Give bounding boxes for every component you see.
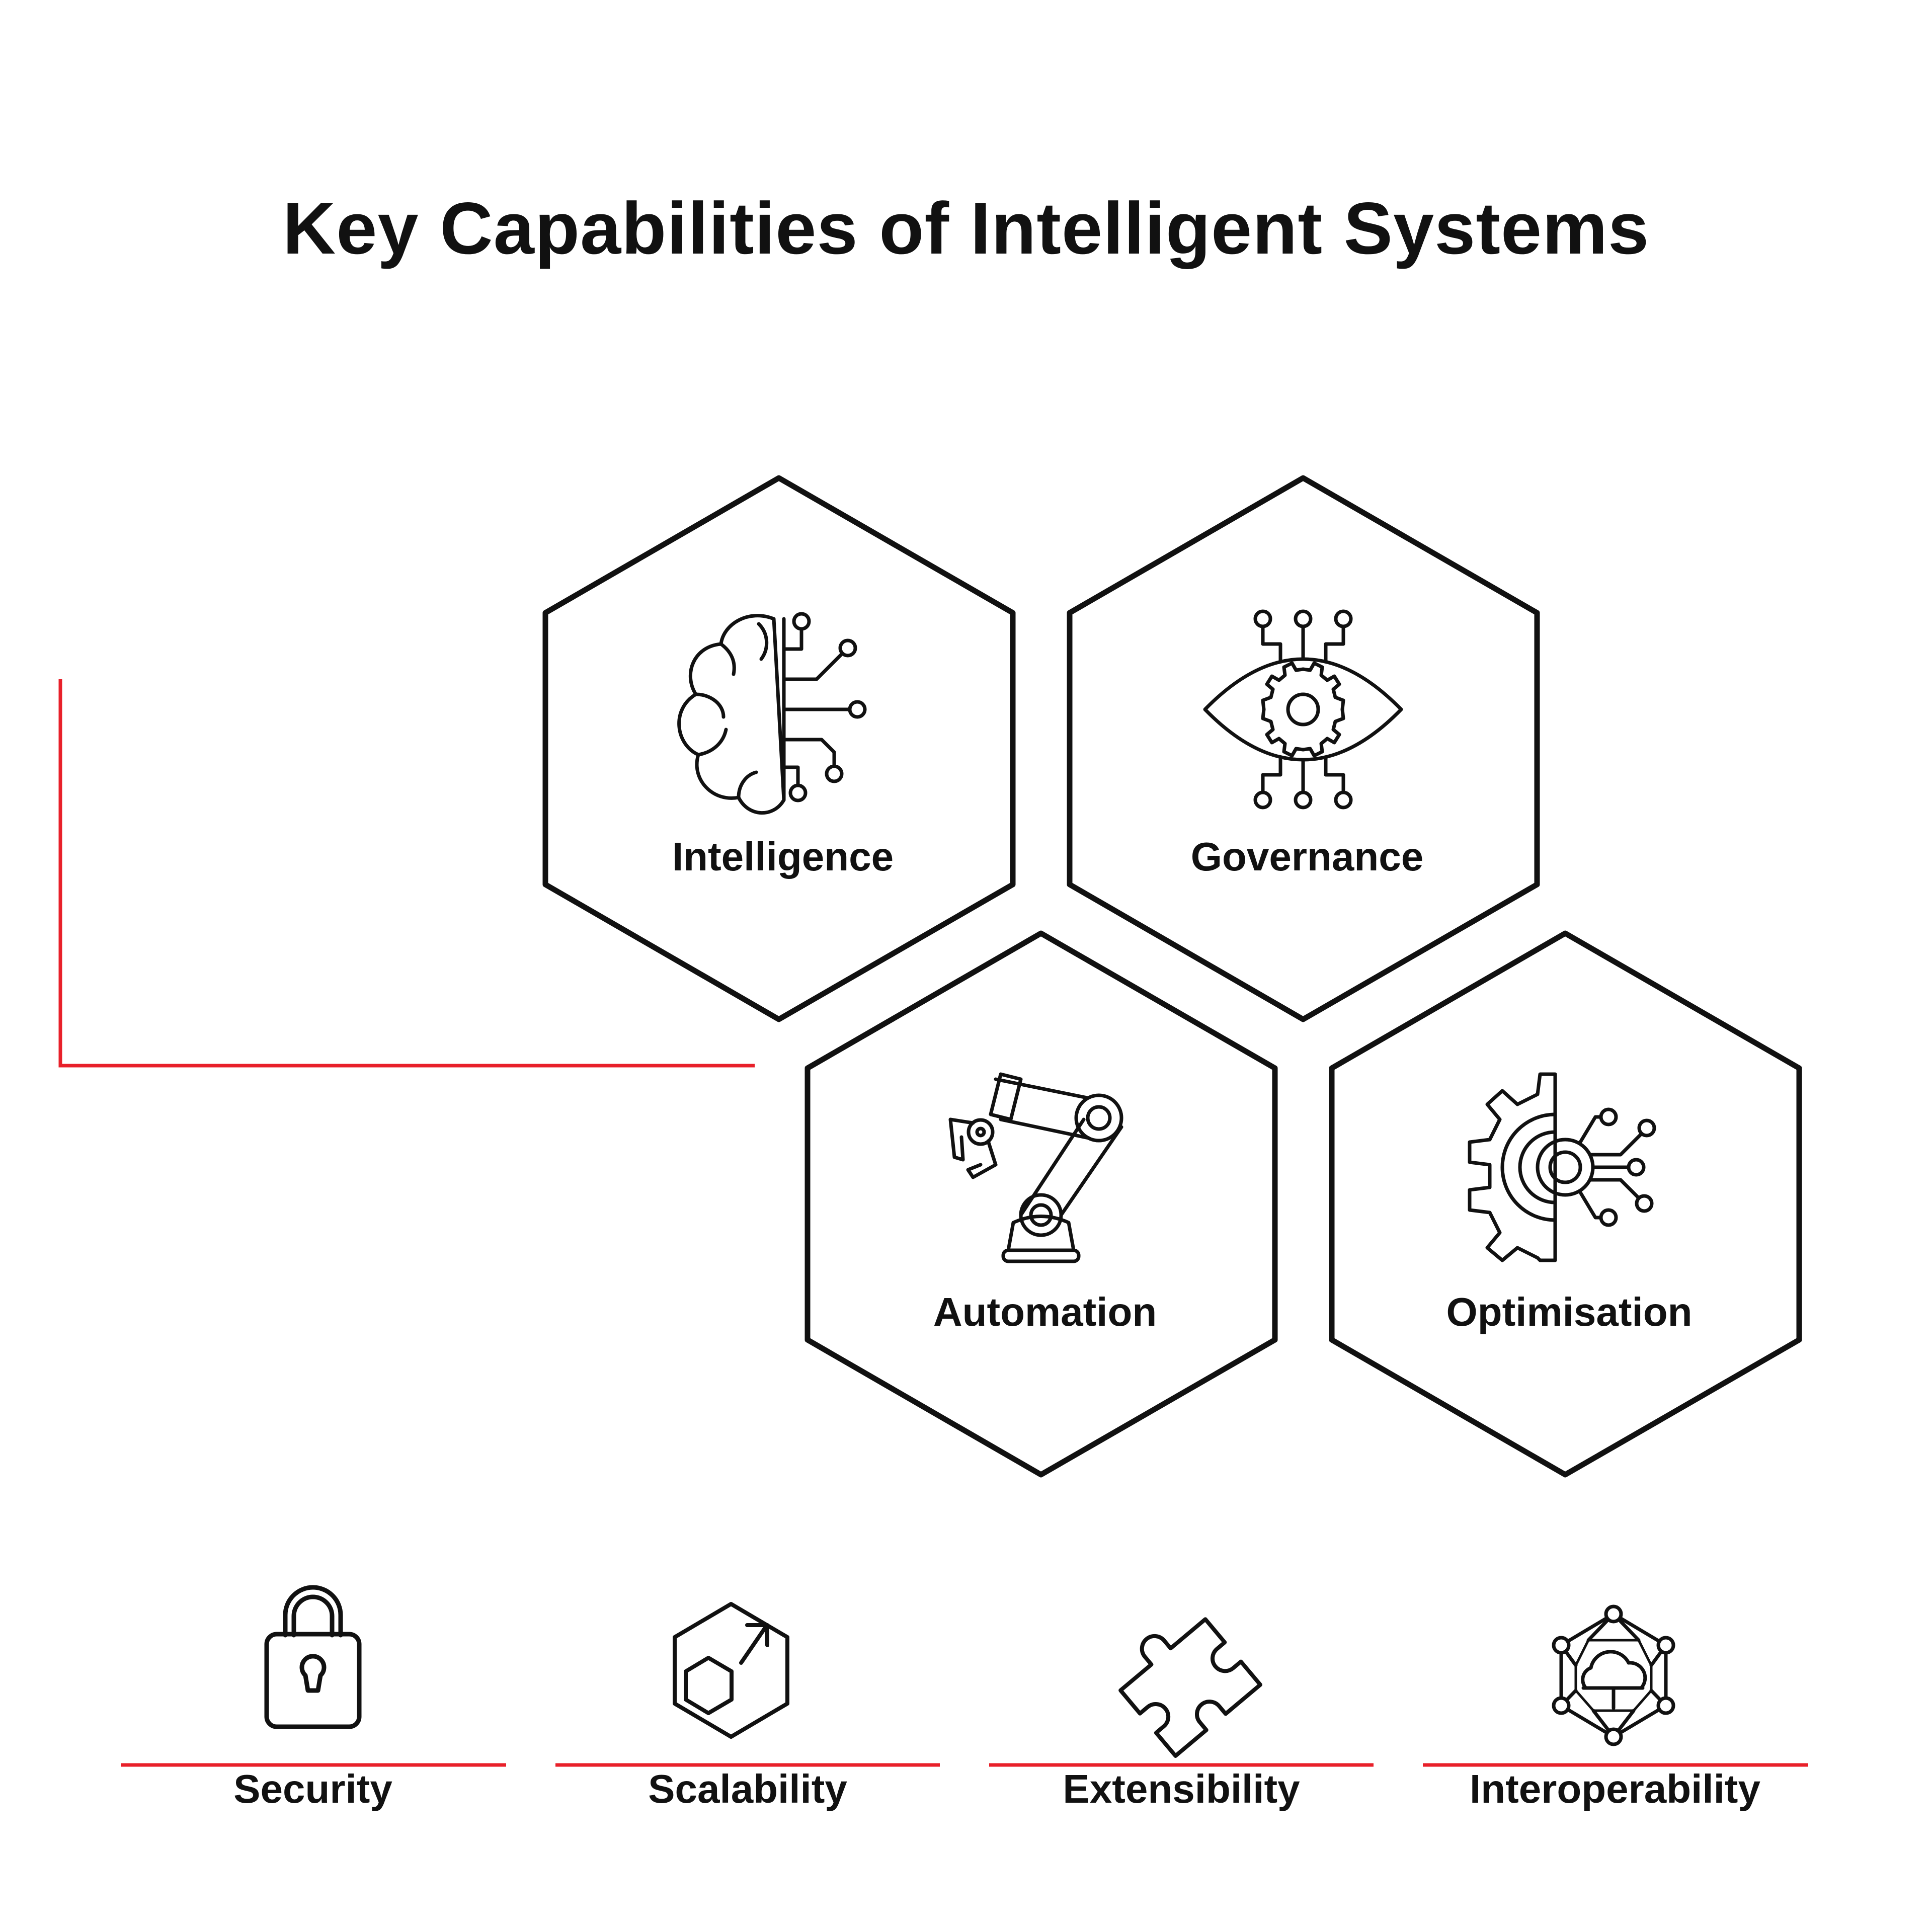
hexagon-label: Automation: [933, 1290, 1157, 1334]
accent-bracket: [58, 679, 755, 1068]
feature-label-security: Security: [233, 1766, 392, 1811]
page-title: Key Capabilities of Intelligent Systems: [282, 187, 1650, 269]
hexagon-governance: Governance: [1067, 475, 1540, 1022]
network-cloud-icon: [1552, 1604, 1675, 1746]
gear-circuit-icon: [1468, 1072, 1656, 1262]
hexagon-label: Governance: [1191, 834, 1423, 879]
feature-label-extensibility: Extensibility: [1063, 1766, 1300, 1811]
scale-hexagon-icon: [673, 1602, 789, 1739]
robot-arm-icon: [948, 1072, 1123, 1263]
hexagon-intelligence: Intelligence: [542, 475, 1016, 1022]
hexagon-optimisation: Optimisation: [1329, 930, 1802, 1478]
hexagon-automation: Automation: [804, 930, 1278, 1478]
padlock-icon: [264, 1585, 362, 1729]
feature-label-scalability: Scalability: [648, 1766, 847, 1811]
puzzle-piece-icon: [1118, 1617, 1262, 1758]
hexagon-label: Optimisation: [1446, 1290, 1693, 1334]
hexagon-label: Intelligence: [672, 834, 894, 879]
brain-circuit-icon: [677, 612, 867, 815]
feature-label-interoperability: Interoperability: [1470, 1766, 1760, 1811]
eye-gear-icon: [1203, 609, 1403, 810]
